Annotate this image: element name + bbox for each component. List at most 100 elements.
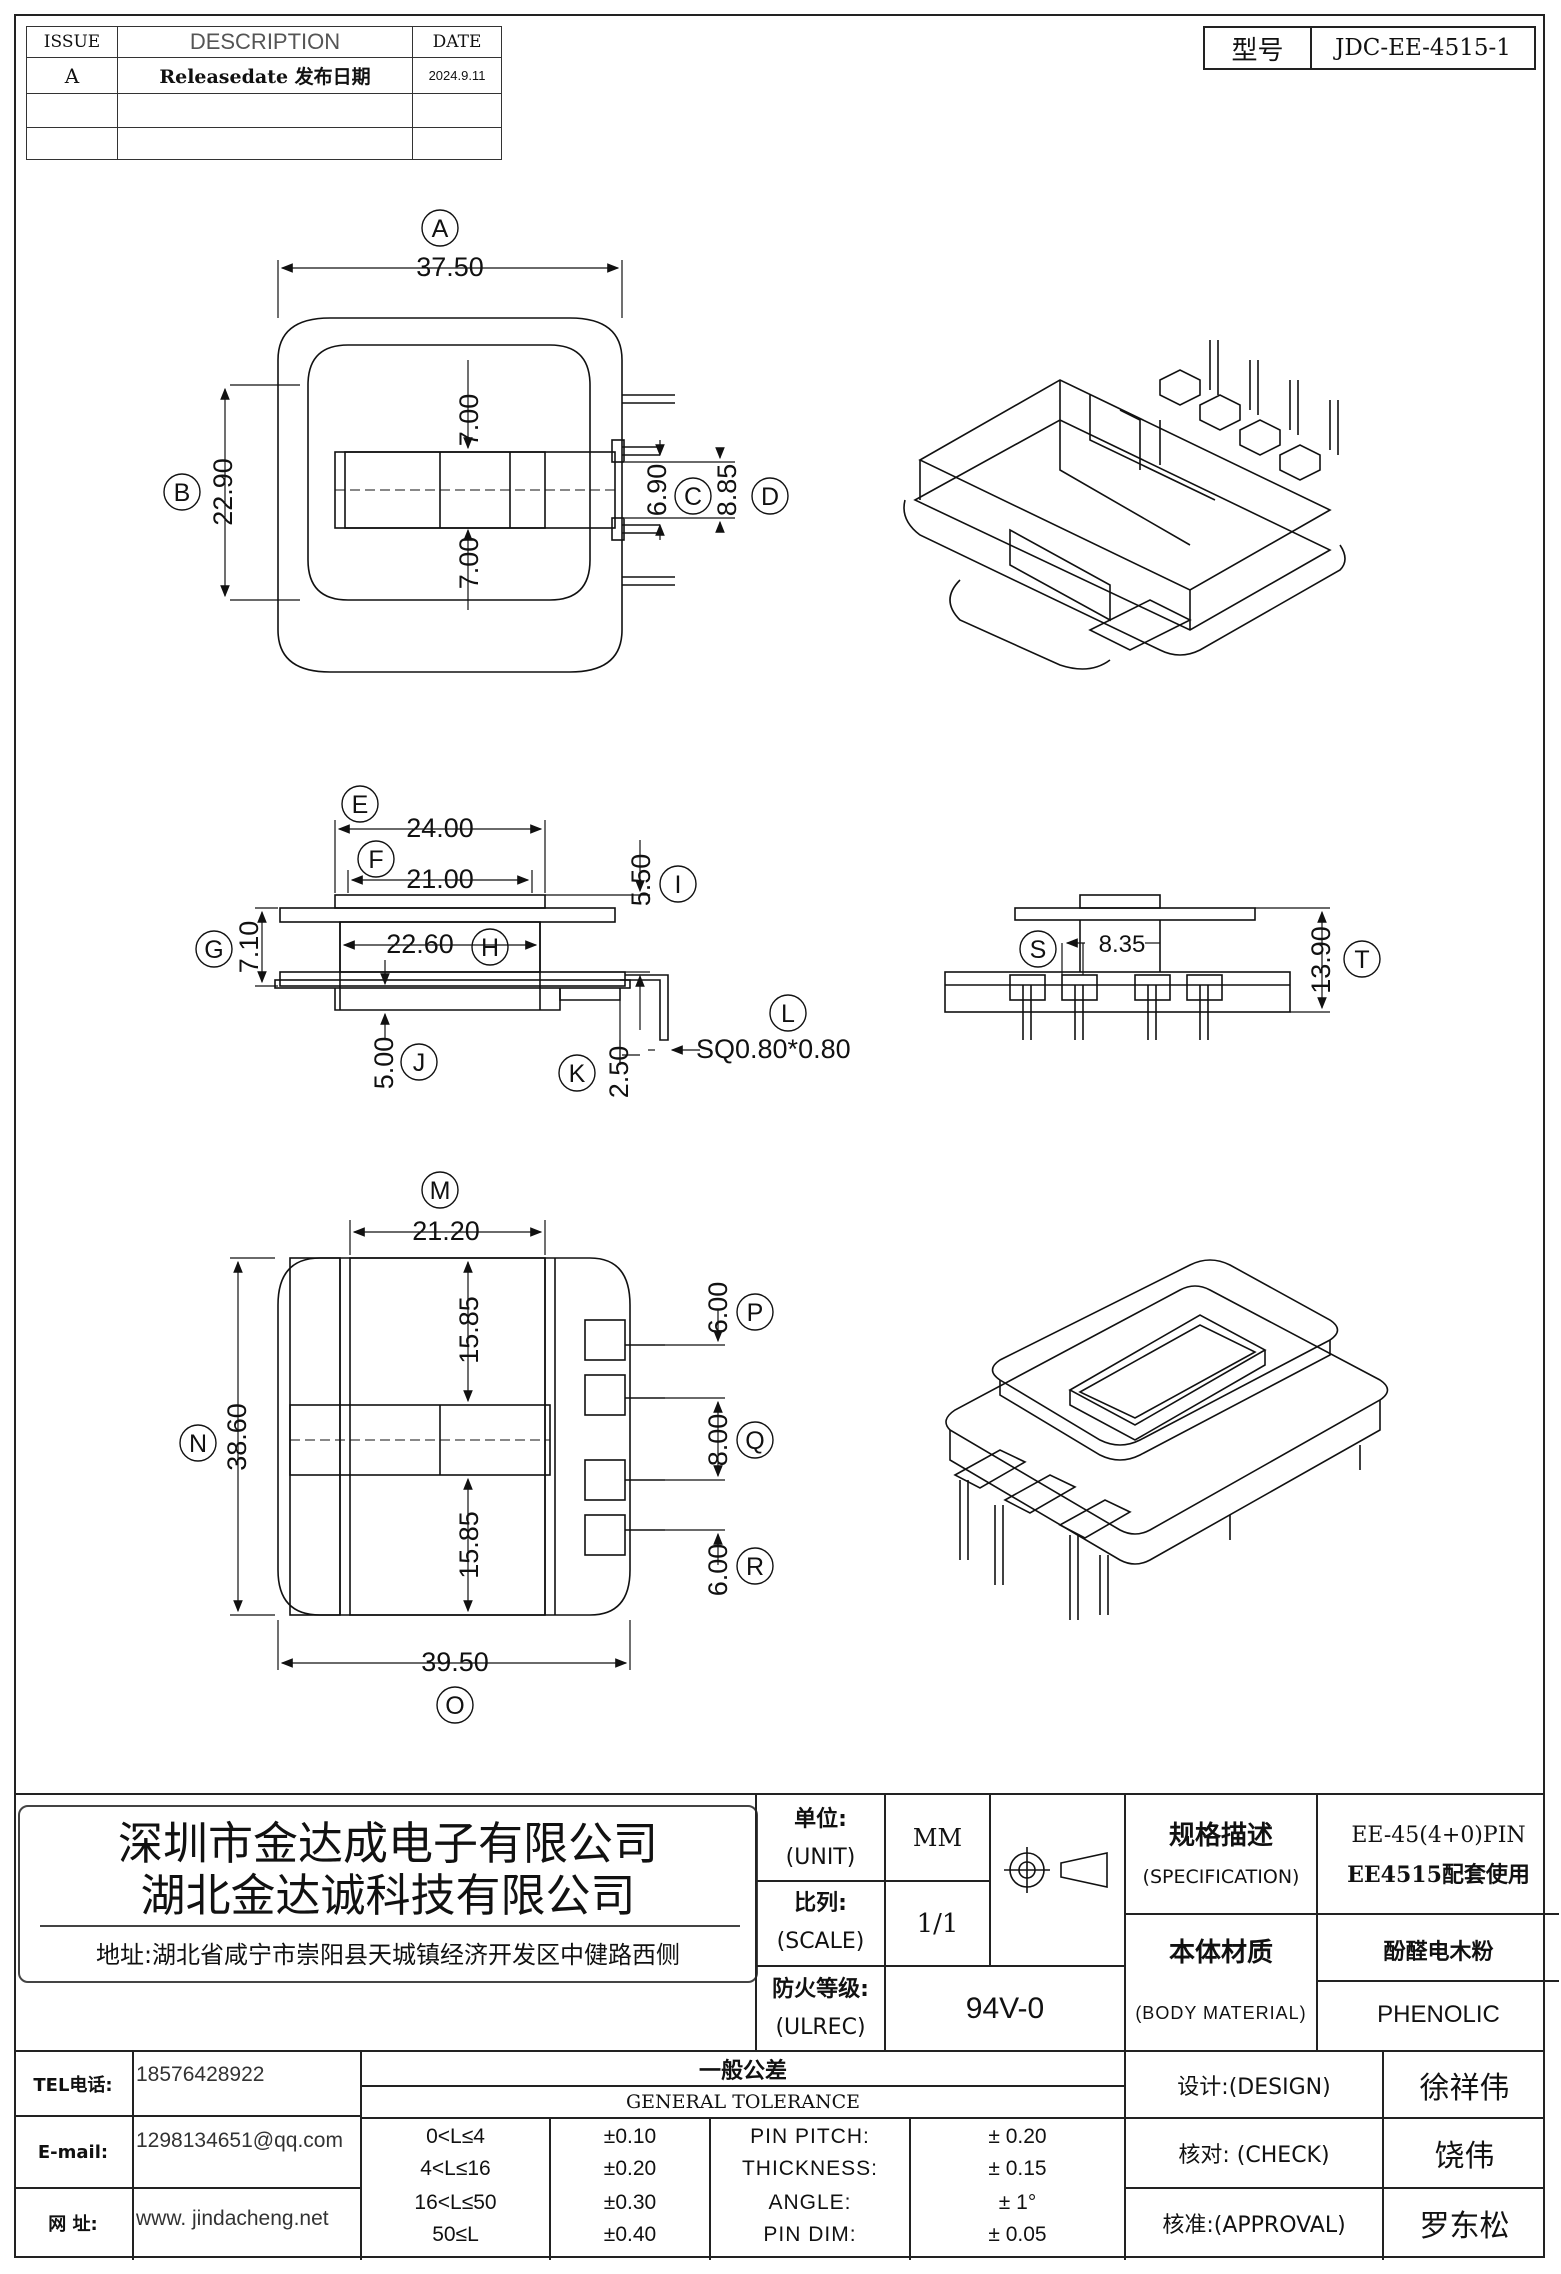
- tel-value: 18576428922: [136, 2063, 265, 2086]
- dim-l-value: SQ0.80*0.80: [696, 1034, 851, 1064]
- design-label: 设计:(DESIGN): [1177, 2074, 1331, 2100]
- flame-label-en: (ULREC): [775, 2014, 866, 2040]
- side-view-outline: [944, 894, 1291, 1040]
- revision-table: ISSUE DESCRIPTION DATE A Releasedate 发布日…: [26, 26, 502, 160]
- tolerance-range-4: 50≤L: [432, 2223, 479, 2246]
- tolerance-item-3: ANGLE:: [768, 2191, 852, 2214]
- tolerance-range-3: 16<L≤50: [414, 2191, 497, 2214]
- material-label-en: (BODY MATERIAL): [1135, 2002, 1307, 2023]
- top-view-dimensions: [220, 260, 735, 610]
- material-label-cn: 本体材质: [1168, 1937, 1273, 1968]
- model-value: JDC-EE-4515-1: [1335, 35, 1511, 61]
- balloon-l: L: [781, 1000, 795, 1028]
- dim-p-value: 6.00: [703, 1282, 733, 1335]
- technical-drawings: 37.50 22.90 7.00 7.00 6.90 8.85 24.00 21…: [163, 209, 1389, 1724]
- email-label: E-mail:: [37, 2141, 109, 2163]
- spec-value-line1: EE-45(4+0)PIN: [1351, 1822, 1526, 1848]
- approval-label: 核准:(APPROVAL): [1162, 2213, 1346, 2238]
- check-value: 饶伟: [1434, 2139, 1495, 2174]
- title-block: 深圳市金达成电子有限公司 湖北金达诚科技有限公司 地址:湖北省咸宁市崇阳县天城镇…: [14, 1793, 1559, 2260]
- bottom-view-outline: [277, 1257, 665, 1616]
- unit-label-en: (UNIT): [785, 1844, 856, 1870]
- bottom-view-dimensions: [230, 1220, 725, 1670]
- dim-f-value: 21.00: [406, 864, 474, 894]
- balloon-d: D: [761, 483, 779, 511]
- balloon-s: S: [1030, 936, 1047, 964]
- web-label: 网 址:: [48, 2214, 98, 2235]
- dim-a-value: 37.50: [416, 252, 484, 282]
- balloon-f: F: [368, 846, 383, 874]
- company-address: 地址:湖北省咸宁市崇阳县天城镇经济开发区中健路西侧: [95, 1940, 681, 1969]
- balloon-h: H: [481, 934, 499, 962]
- web-value: www. jindacheng.net: [136, 2207, 329, 2230]
- check-label: 核对: (CHECK): [1178, 2143, 1330, 2168]
- balloon-m: M: [430, 1177, 451, 1205]
- spec-label-cn: 规格描述: [1168, 1820, 1273, 1851]
- material-value-en: PHENOLIC: [1377, 2001, 1500, 2028]
- model-box: 型号 JDC-EE-4515-1: [1203, 26, 1536, 70]
- tolerance-item-value-1: ± 0.20: [988, 2125, 1047, 2148]
- front-view-outline: [274, 894, 669, 1041]
- scale-value: 1/1: [916, 1908, 959, 1939]
- balloon-n: N: [189, 1430, 207, 1458]
- tolerance-item-value-4: ± 0.05: [988, 2223, 1047, 2246]
- balloon-k: K: [569, 1060, 586, 1088]
- dim-upper-value: 15.85: [454, 1296, 484, 1364]
- tolerance-value-1: ±0.10: [603, 2125, 657, 2148]
- revision-header-date: DATE: [432, 32, 482, 52]
- dim-m-value: 21.20: [412, 1216, 480, 1246]
- tolerance-item-value-3: ± 1°: [998, 2191, 1037, 2214]
- top-view-outline: [277, 317, 675, 673]
- dim-h-value: 22.60: [386, 929, 454, 959]
- isometric-view-top: [903, 340, 1346, 670]
- tolerance-range-2: 4<L≤16: [420, 2157, 491, 2180]
- drawing-frame: [14, 14, 1545, 2258]
- balloon-p: P: [747, 1299, 764, 1327]
- dim-d-value: 8.85: [712, 464, 742, 517]
- dim-inner-bottom-value: 7.00: [454, 537, 484, 590]
- dim-s-value: 8.35: [1099, 931, 1146, 958]
- tolerance-item-1: PIN PITCH:: [750, 2125, 870, 2148]
- isometric-view-bottom: [945, 1259, 1389, 1620]
- dim-n-value: 38.60: [222, 1403, 252, 1471]
- company-panel: 深圳市金达成电子有限公司 湖北金达诚科技有限公司 地址:湖北省咸宁市崇阳县天城镇…: [18, 1805, 758, 1983]
- balloon-c: C: [684, 483, 702, 511]
- dim-i-value: 5.50: [626, 854, 656, 907]
- flame-value: 94V-0: [965, 1991, 1045, 2025]
- dim-k-value: 2.50: [604, 1046, 634, 1099]
- unit-value: MM: [912, 1823, 963, 1852]
- dim-j-value: 5.00: [369, 1037, 399, 1090]
- dim-b-value: 22.90: [208, 458, 238, 526]
- revision-header-description: DESCRIPTION: [189, 29, 341, 54]
- tolerance-item-2: THICKNESS:: [741, 2157, 879, 2180]
- dim-t-value: 13.90: [1306, 926, 1336, 994]
- design-value: 徐祥伟: [1419, 2070, 1510, 2106]
- balloon-i: I: [675, 871, 682, 899]
- tolerance-title-en: GENERAL TOLERANCE: [625, 2091, 861, 2113]
- balloon-t: T: [1354, 946, 1369, 974]
- tel-label: TEL电话:: [33, 2075, 113, 2096]
- projection-symbol-icon: [1004, 1847, 1108, 1893]
- dim-inner-top-value: 7.00: [454, 394, 484, 447]
- tolerance-value-3: ±0.30: [603, 2191, 657, 2214]
- balloon-q: Q: [745, 1427, 764, 1455]
- spec-label-en: (SPECIFICATION): [1142, 1866, 1300, 1888]
- model-label: 型号: [1231, 35, 1284, 66]
- revision-date-a: 2024.9.11: [428, 68, 486, 83]
- dim-c-value: 6.90: [642, 464, 672, 517]
- front-view-dimensions: [255, 820, 700, 1065]
- balloon-j: J: [413, 1049, 426, 1077]
- balloon-o: O: [445, 1692, 464, 1720]
- company-name-hubei: 湖北金达诚科技有限公司: [140, 1868, 636, 1922]
- dim-r-value: 6.00: [703, 1544, 733, 1597]
- unit-label-cn: 单位:: [794, 1807, 847, 1832]
- balloon-g: G: [204, 936, 223, 964]
- balloon-b: B: [174, 479, 191, 507]
- dim-g-value: 7.10: [234, 921, 264, 974]
- tolerance-item-4: PIN DIM:: [763, 2223, 857, 2246]
- balloon-e: E: [352, 791, 369, 819]
- dim-q-value: 8.00: [703, 1414, 733, 1467]
- company-name-shenzhen: 深圳市金达成电子有限公司: [117, 1816, 658, 1870]
- flame-label-cn: 防火等级:: [772, 1977, 869, 2002]
- revision-header-issue: ISSUE: [43, 32, 101, 52]
